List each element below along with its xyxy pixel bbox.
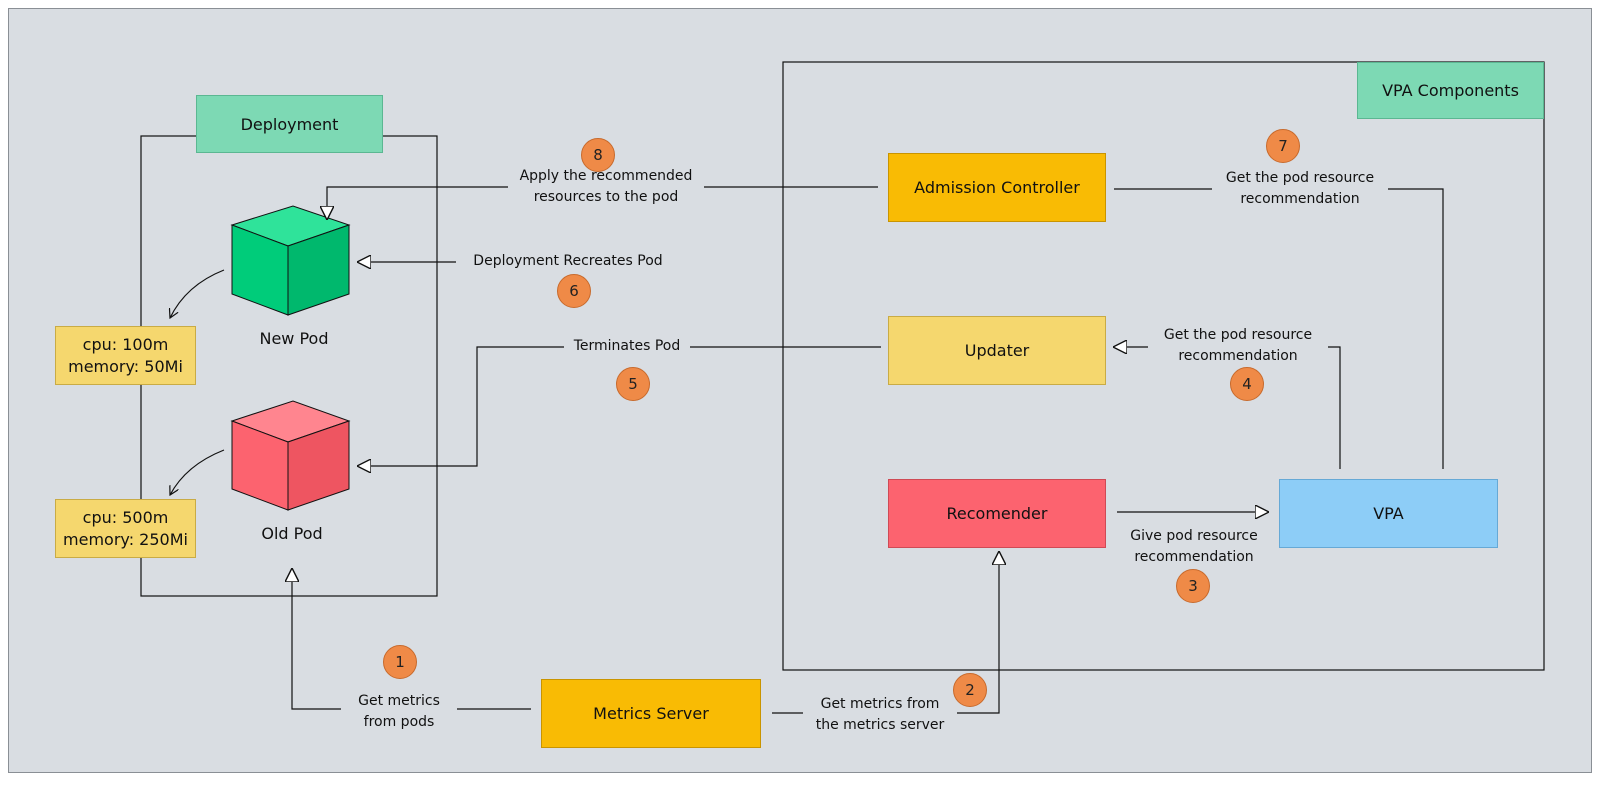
vpa-group-border: [782, 61, 1545, 671]
old-pod-resource-curve: [170, 449, 225, 495]
old-pod-memory: memory: 250Mi: [63, 529, 188, 549]
step-5-label: Terminates Pod: [564, 336, 690, 357]
new-pod-label: New Pod: [259, 329, 329, 348]
updater-box: Updater: [888, 316, 1106, 385]
new-pod-resource-curve: [170, 269, 225, 318]
deployment-box: Deployment: [196, 95, 383, 153]
new-pod-memory: memory: 50Mi: [68, 356, 183, 376]
step-7-badge: 7: [1266, 129, 1300, 163]
old-pod-cpu: cpu: 500m: [82, 507, 169, 527]
step-3-badge: 3: [1176, 569, 1210, 603]
step-5-badge: 5: [616, 367, 650, 401]
step-8-badge: 8: [581, 138, 615, 172]
vpa-box: VPA: [1279, 479, 1498, 548]
step-1-badge: 1: [383, 645, 417, 679]
admission-controller-box: Admission Controller: [888, 153, 1106, 222]
old-pod-resources-box: cpu: 500m memory: 250Mi: [55, 499, 196, 558]
connector-5: [357, 346, 881, 466]
connector-1: [292, 568, 531, 710]
new-pod-cpu: cpu: 100m: [82, 334, 169, 354]
old-pod-label: Old Pod: [261, 524, 323, 543]
new-pod-cube-icon: [230, 205, 351, 316]
new-pod-resources-box: cpu: 100m memory: 50Mi: [55, 326, 196, 385]
step-2-badge: 2: [953, 673, 987, 707]
vpa-components-box: VPA Components: [1357, 62, 1544, 119]
metrics-server-box: Metrics Server: [541, 679, 761, 748]
recommender-box: Recomender: [888, 479, 1106, 548]
step-4-badge: 4: [1230, 367, 1264, 401]
step-6-badge: 6: [557, 274, 591, 308]
step-6-label: Deployment Recreates Pod: [462, 251, 674, 272]
old-pod-cube-icon: [230, 400, 351, 511]
